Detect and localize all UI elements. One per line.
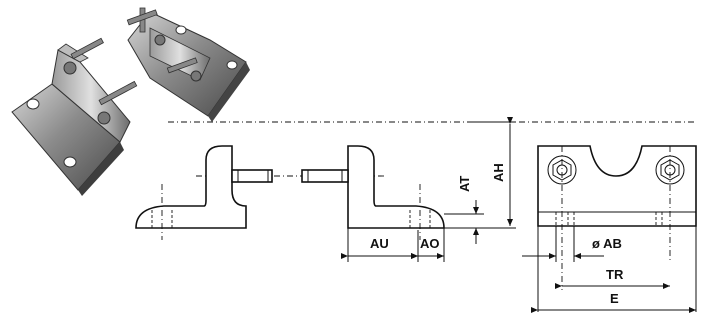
side-view: AU AO AT AH xyxy=(135,117,696,262)
dim-ab-label: ø AB xyxy=(592,236,622,251)
dim-at-label: AT xyxy=(457,176,472,192)
dim-e-label: E xyxy=(610,291,619,306)
front-view: ø AB TR E xyxy=(522,145,697,313)
dim-au-label: AU xyxy=(370,236,389,251)
dim-ah-label: AH xyxy=(491,163,506,182)
dim-ao-label: AO xyxy=(420,236,440,251)
bracket-right-photo xyxy=(126,7,250,122)
bracket-left-photo xyxy=(11,37,138,196)
dim-tr-label: TR xyxy=(606,267,624,282)
